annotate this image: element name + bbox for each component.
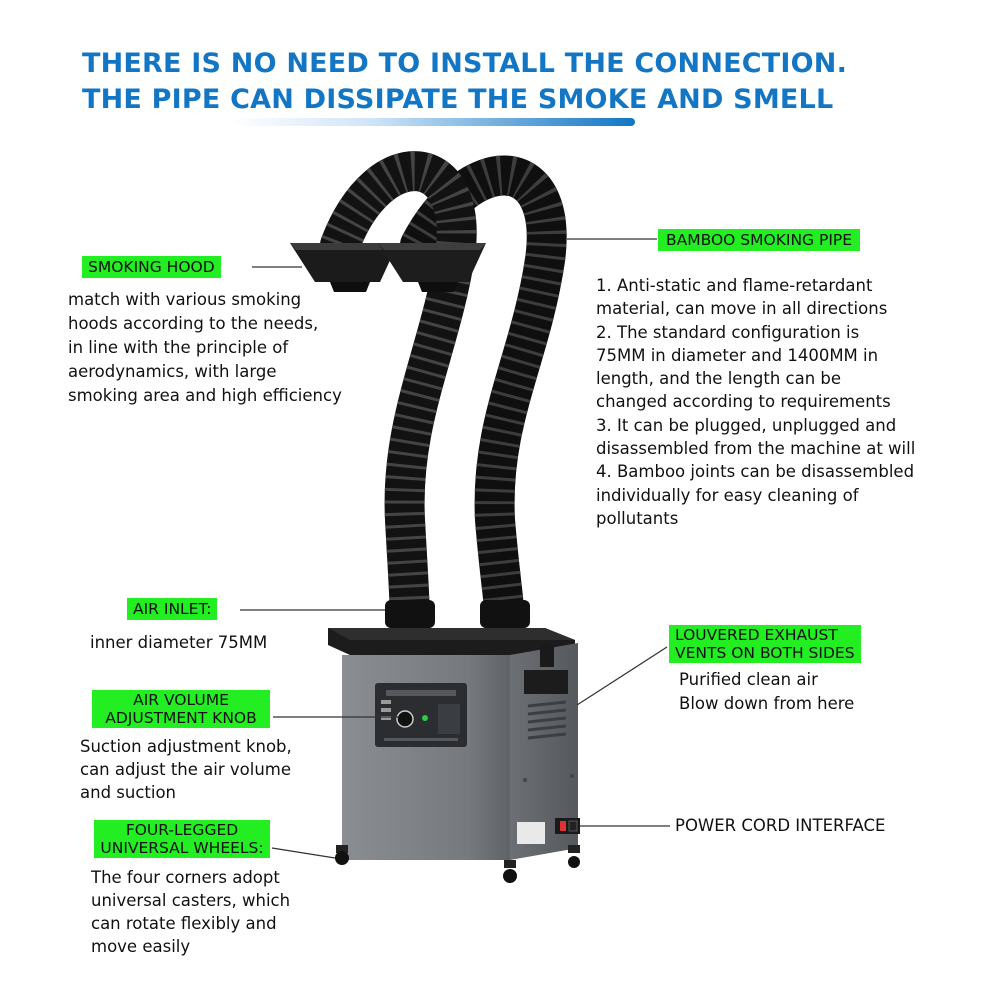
text-line: Suction adjustment knob, [80, 737, 292, 756]
text-line: aerodynamics, with large [68, 362, 277, 381]
text-line: Purified clean air [679, 670, 818, 689]
tag-line: FOUR-LEGGED [125, 821, 239, 839]
text-line: individually for easy cleaning of [596, 485, 859, 505]
tag-air-volume-knob: AIR VOLUME ADJUSTMENT KNOB [92, 690, 270, 728]
text-line: smoking area and high efficiency [68, 386, 342, 405]
air-volume-knob-description: Suction adjustment knob, can adjust the … [80, 735, 292, 804]
text-line: pollutants [596, 508, 679, 528]
tag-smoking-hood: SMOKING HOOD [82, 256, 221, 278]
text-line: in line with the principle of [68, 338, 289, 357]
tag-line: LOUVERED EXHAUST [675, 626, 838, 644]
text-line: disassembled from the machine at will [596, 439, 916, 459]
text-line: changed according to requirements [596, 392, 891, 412]
text-line: 4. Bamboo joints can be disassembled [596, 462, 915, 482]
text-line: and suction [80, 783, 177, 802]
exhaust-vents-description: Purified clean air Blow down from here [679, 668, 854, 716]
tag-air-inlet: AIR INLET: [127, 598, 218, 620]
text-line: 75MM in diameter and 1400MM in [596, 345, 879, 365]
smoking-hood-description: match with various smoking hoods accordi… [68, 288, 342, 408]
bamboo-pipe-description: 1. Anti-static and flame-retardant mater… [596, 274, 915, 530]
air-inlet-description: inner diameter 75MM [90, 631, 267, 655]
tag-line: ADJUSTMENT KNOB [105, 709, 257, 727]
text-line: hoods according to the needs, [68, 314, 319, 333]
headline-line-2: THE PIPE CAN DISSIPATE THE SMOKE AND SME… [82, 84, 834, 115]
air-volume-knob [396, 710, 414, 728]
headline-line-1: THERE IS NO NEED TO INSTALL THE CONNECTI… [82, 48, 848, 79]
leader-lines [240, 238, 670, 859]
text-line: inner diameter 75MM [90, 633, 268, 652]
text-line: 1. Anti-static and flame-retardant [596, 276, 873, 295]
text-line: match with various smoking [68, 290, 302, 309]
universal-wheels-description: The four corners adopt universal casters… [91, 866, 290, 958]
text-line: 3. It can be plugged, unplugged and [596, 415, 897, 435]
text-line: move easily [91, 937, 191, 956]
text-line: The four corners adopt [91, 868, 280, 887]
machine-side-panel [510, 643, 578, 860]
caster-wheels [335, 845, 580, 883]
smoking-hood-right [378, 243, 486, 292]
text-line: length, and the length can be [596, 369, 842, 389]
smoking-hood-left [290, 243, 398, 292]
tag-universal-wheels: FOUR-LEGGED UNIVERSAL WHEELS: [94, 820, 270, 858]
louvered-vents [524, 670, 568, 740]
power-socket [555, 818, 580, 834]
text-line: 2. The standard configuration is [596, 322, 860, 342]
tag-line: VENTS ON BOTH SIDES [675, 644, 855, 662]
control-panel [375, 683, 467, 747]
text-line: universal casters, which [91, 891, 291, 910]
headline-underline [230, 118, 635, 126]
text-line: material, can move in all directions [596, 299, 888, 319]
tag-louvered-exhaust-vents: LOUVERED EXHAUST VENTS ON BOTH SIDES [669, 625, 861, 663]
label-power-cord-interface: POWER CORD INTERFACE [675, 816, 886, 835]
tag-bamboo-smoking-pipe: BAMBOO SMOKING PIPE [658, 229, 861, 251]
tag-line: AIR VOLUME [133, 691, 229, 709]
text-line: Blow down from here [679, 694, 855, 713]
tag-line: UNIVERSAL WHEELS: [100, 839, 264, 857]
text-line: can adjust the air volume [80, 760, 291, 779]
text-line: can rotate flexibly and [91, 914, 277, 933]
